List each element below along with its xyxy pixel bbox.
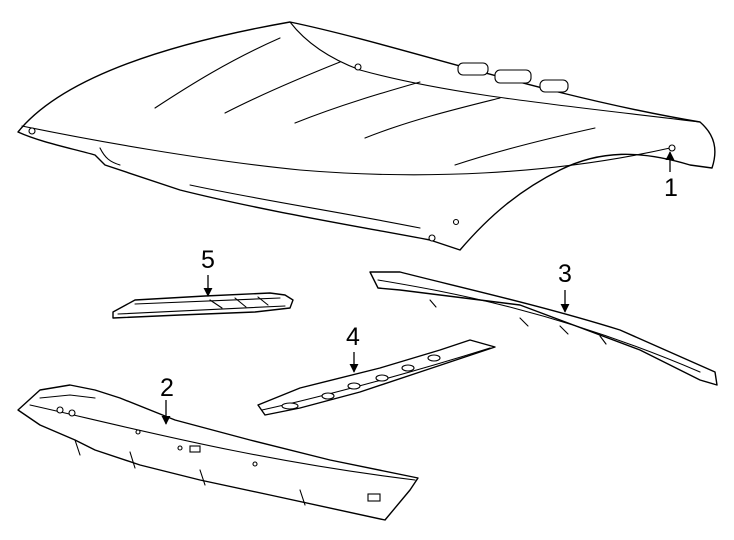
callout-5: 5 (201, 246, 215, 274)
small-bow (112, 292, 294, 319)
callout-2: 2 (160, 374, 174, 402)
roof-panel (17, 21, 716, 251)
rear-bow (369, 271, 718, 386)
front-header (17, 384, 419, 521)
callout-3: 3 (558, 260, 572, 288)
callout-1: 1 (664, 174, 678, 202)
center-bow (257, 339, 496, 416)
callout-4: 4 (346, 323, 360, 351)
callout-leaders (161, 151, 675, 425)
